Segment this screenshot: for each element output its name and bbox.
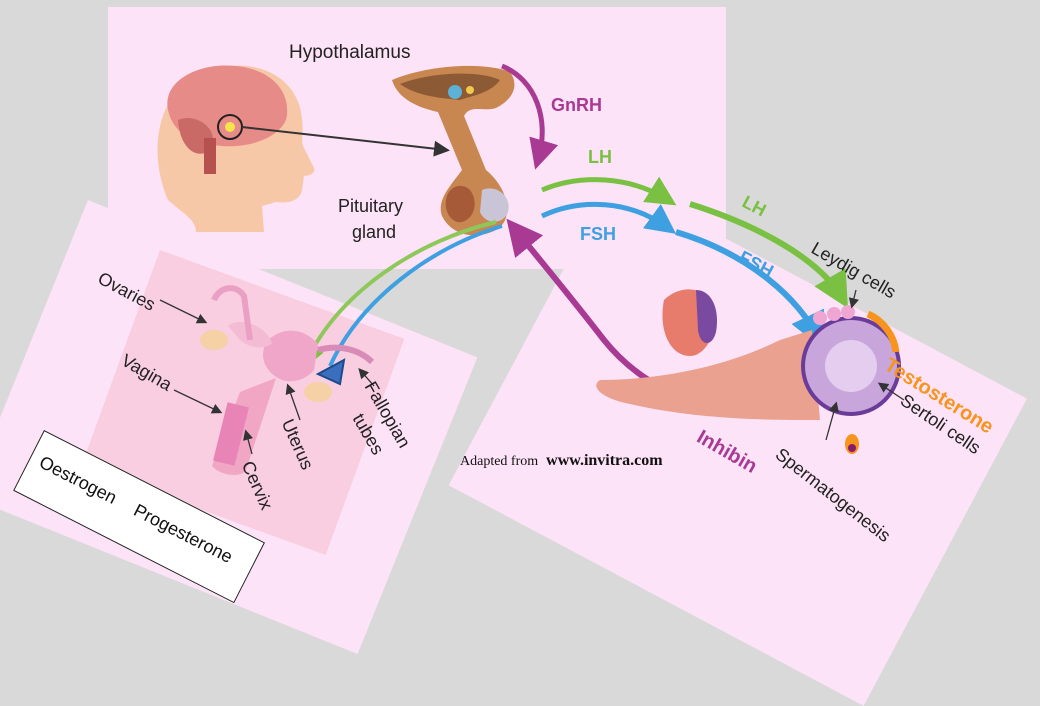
credit-prefix: Adapted from (460, 454, 539, 469)
lh-top-label: LH (588, 147, 612, 167)
female-organs-illustration (200, 285, 375, 475)
gnrh-label: GnRH (551, 95, 602, 115)
head-illustration (157, 65, 315, 232)
testis-illustration (596, 289, 901, 454)
pituitary-label-line2: gland (352, 222, 397, 242)
pituitary-illustration (392, 65, 515, 236)
pituitary-label-line1: Pituitary (338, 196, 404, 216)
hypothalamus-label: Hypothalamus (289, 42, 411, 63)
credit-line: Adapted from www.invitra.com (460, 452, 663, 470)
fsh-top-label: FSH (580, 224, 616, 244)
diagram-drawing (157, 63, 905, 475)
credit-site: www.invitra.com (546, 452, 663, 469)
